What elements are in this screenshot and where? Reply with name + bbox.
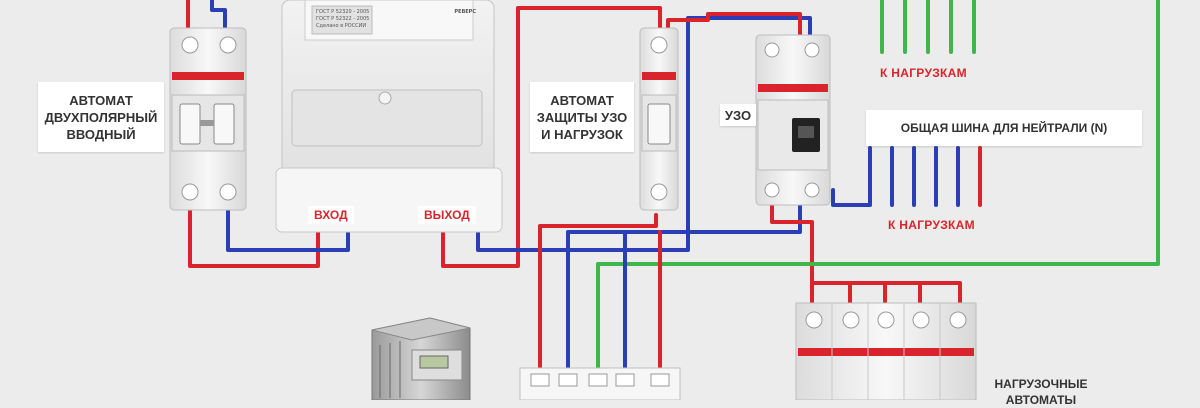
rcd-breaker-label-line2: ЗАЩИТЫ УЗО	[536, 109, 628, 125]
wire-breaker-to-meter-neutral	[226, 208, 350, 252]
input-breaker-label-line1: АВТОМАТ	[69, 92, 133, 108]
wire-rcdbreaker-to-rcd-top	[666, 12, 802, 37]
wire-rcdbreaker-to-rcd	[538, 213, 658, 377]
electric-meter	[275, 0, 503, 233]
power-supply-unit	[371, 317, 471, 400]
rcd-breaker-label-line1: АВТОМАТ	[550, 92, 614, 108]
meter-spec-line1: ГОСТ Р 52320 - 2005	[316, 9, 370, 15]
meter-out-label: ВЫХОД	[418, 206, 476, 224]
input-breaker	[169, 27, 247, 211]
wire-meter-out-neutral	[476, 16, 812, 252]
rcd-breaker-label-line3: И НАГРУЗОК	[541, 126, 623, 142]
wire-input-neutral-top	[210, 0, 227, 30]
meter-spec-line2: ГОСТ Р 52322 - 2005	[316, 16, 370, 22]
input-breaker-label-line2: ДВУХПОЛЯРНЫЙ	[44, 109, 158, 125]
rcd-protection-breaker	[639, 27, 679, 211]
to-loads-top-label: К НАГРУЗКАМ	[880, 66, 967, 80]
neutral-bus-label: ОБЩАЯ ШИНА ДЛЯ НЕЙТРАЛИ (N)	[866, 110, 1142, 146]
rcd-breaker-label: АВТОМАТ ЗАЩИТЫ УЗО И НАГРУЗОК	[530, 82, 634, 152]
neutral-bus-label-text: ОБЩАЯ ШИНА ДЛЯ НЕЙТРАЛИ (N)	[900, 120, 1108, 135]
wire-neutral-bus	[831, 146, 872, 207]
meter-made-in: Сделано в РОССИИ	[316, 23, 367, 29]
rcd-device	[755, 34, 831, 206]
load-breakers-label-line2: АВТОМАТЫ	[1005, 393, 1077, 407]
load-breakers	[795, 302, 977, 400]
wires	[186, 0, 1160, 377]
meter-in-label: ВХОД	[308, 206, 354, 224]
to-loads-mid-label: К НАГРУЗКАМ	[888, 218, 975, 232]
wire-ground	[596, 0, 1160, 377]
terminal-block	[519, 367, 681, 400]
wire-meter-out-phase	[441, 6, 662, 268]
input-breaker-label: АВТОМАТ ДВУХПОЛЯРНЫЙ ВВОДНЫЙ	[38, 82, 164, 152]
rcd-label: УЗО	[720, 104, 756, 126]
rcd-label-text: УЗО	[724, 107, 752, 123]
meter-brand: РЕВЕРС	[454, 9, 476, 15]
meter-faceplate: ГОСТ Р 52320 - 2005 РЕВЕРС ГОСТ Р 52322 …	[316, 9, 476, 30]
input-breaker-label-line3: ВВОДНЫЙ	[66, 126, 136, 142]
wire-rcd-to-loads-phase	[770, 203, 962, 307]
wire-rcd-out-neutral	[566, 203, 802, 377]
load-breakers-label-line1: НАГРУЗОЧНЫЕ	[994, 377, 1088, 391]
load-breakers-label: НАГРУЗОЧНЫЕ АВТОМАТЫ	[986, 376, 1096, 408]
